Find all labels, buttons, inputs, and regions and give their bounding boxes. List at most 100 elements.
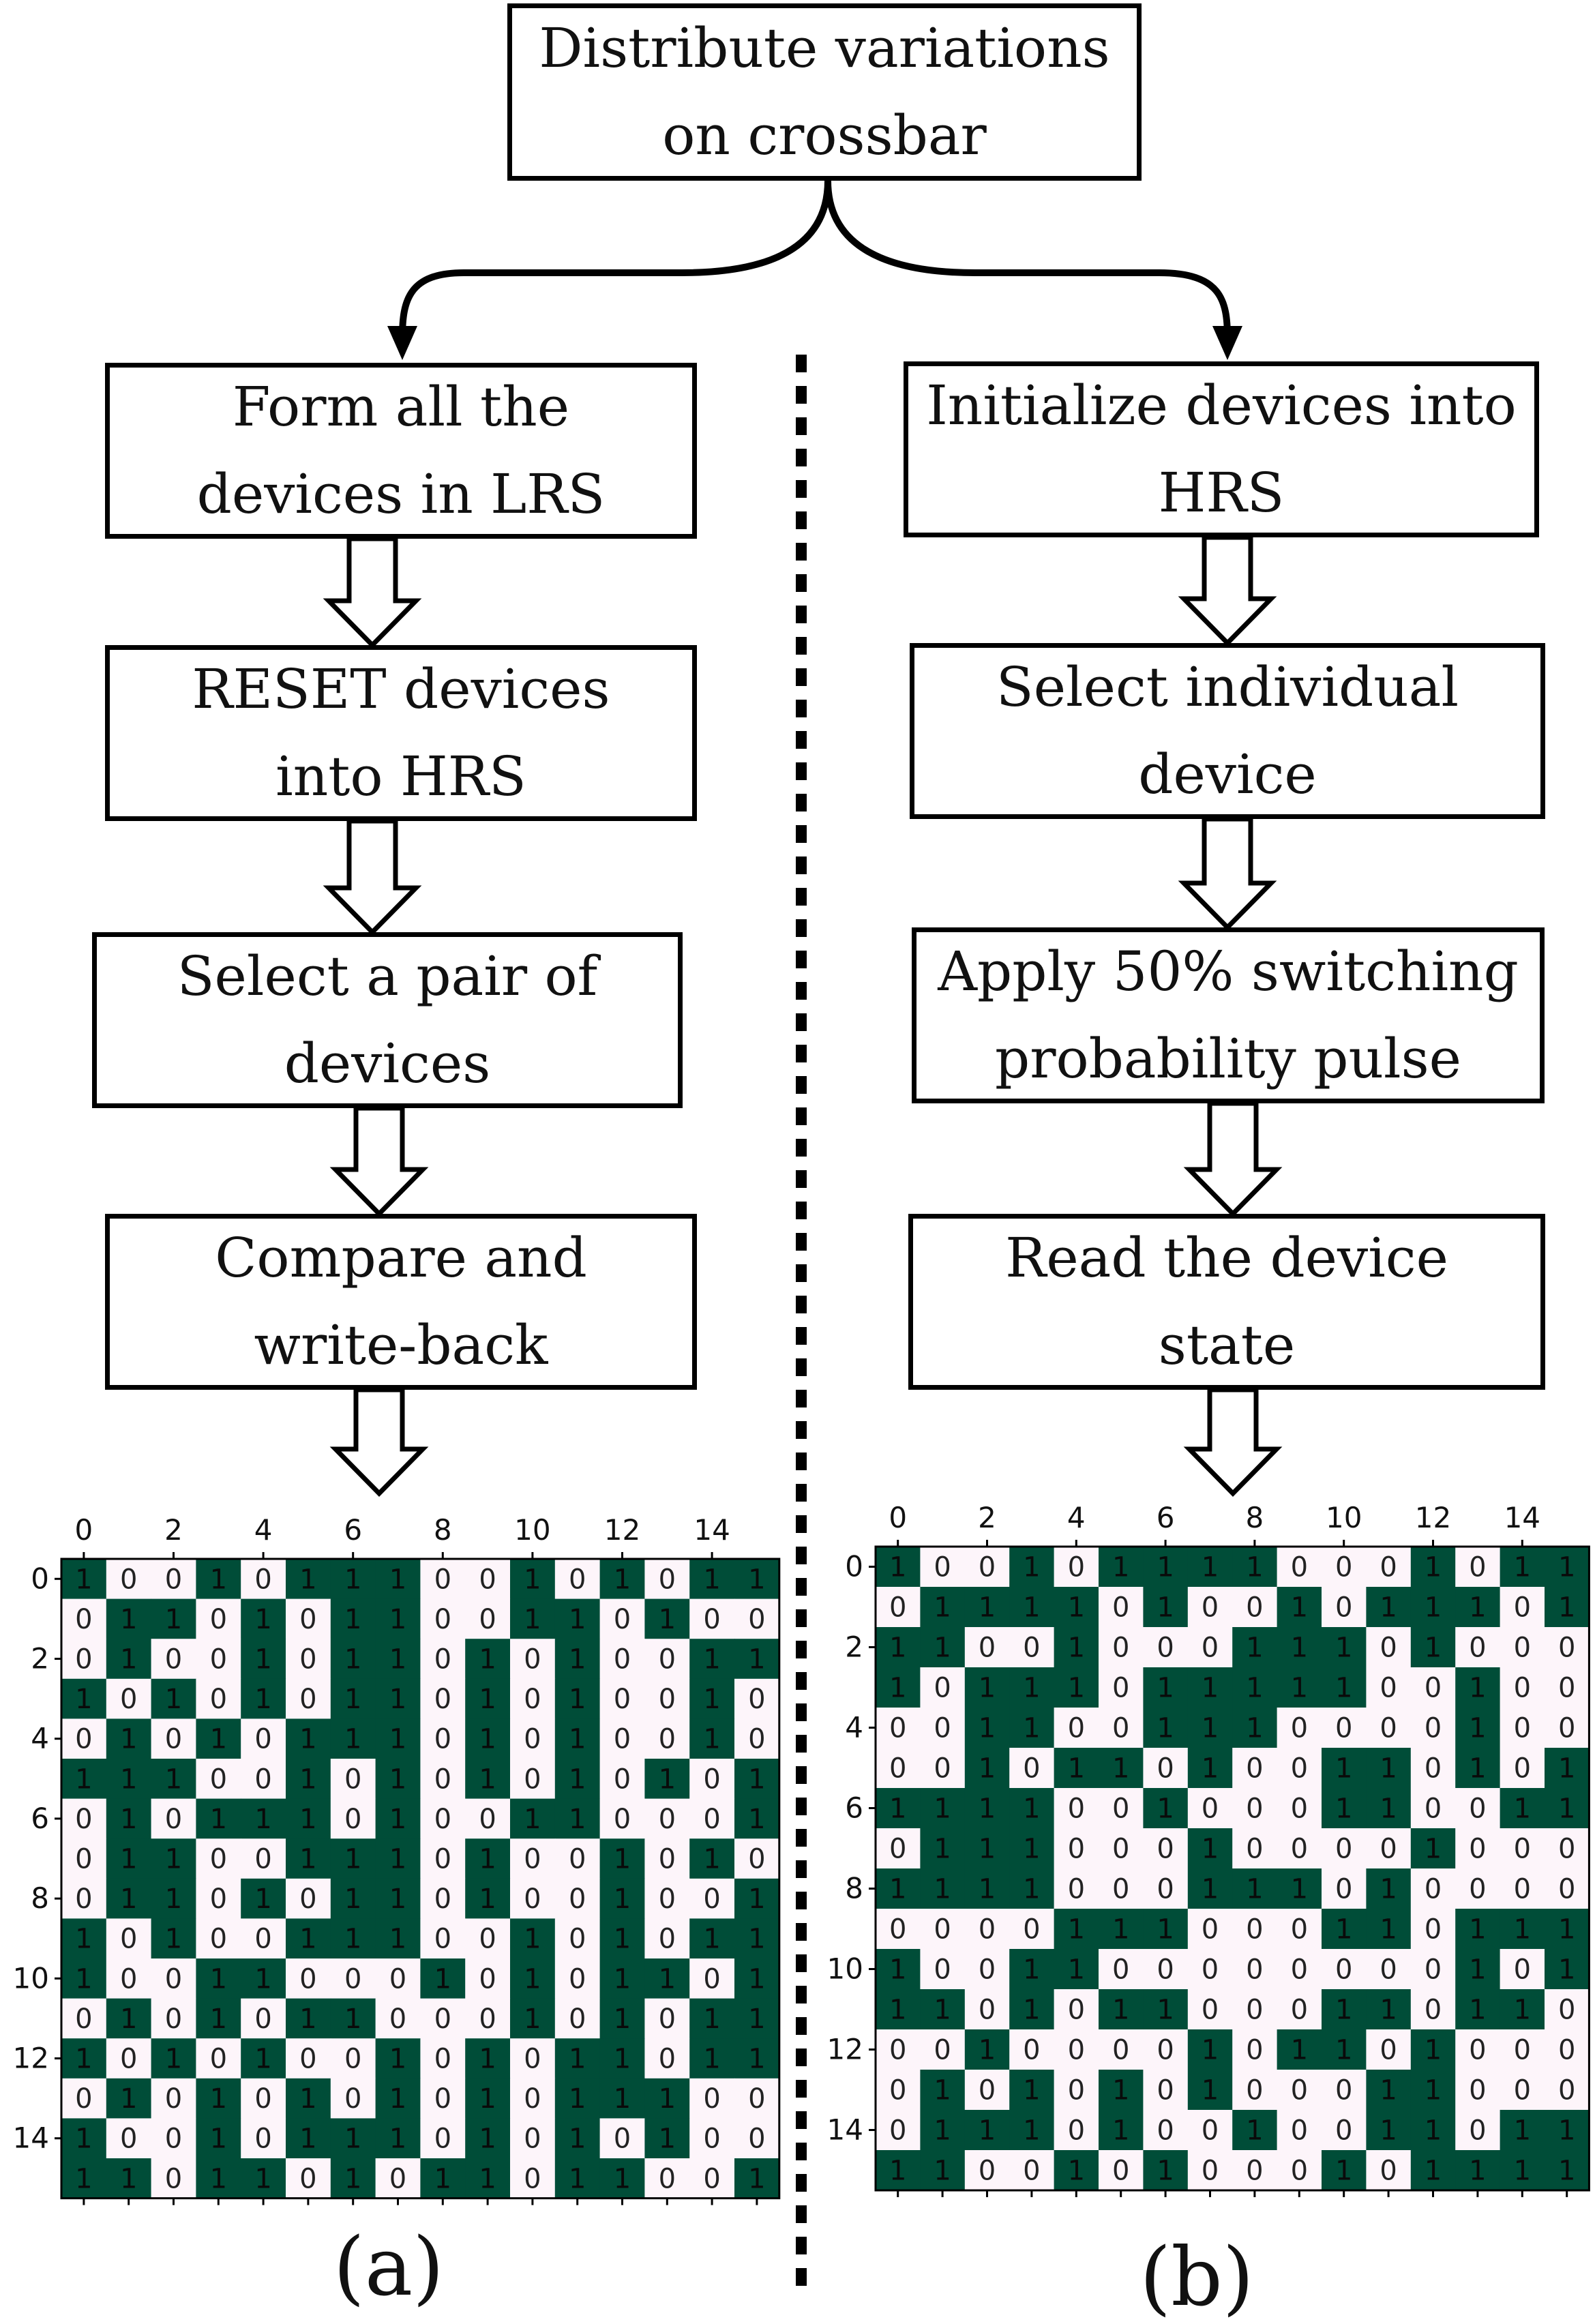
heatmap-b-cell-value: 0 — [934, 1914, 951, 1946]
heatmap-b-cell-value: 0 — [889, 2035, 906, 2066]
heatmap-b-cell-value: 1 — [1380, 1753, 1397, 1785]
heatmap-b-cell-value: 1 — [1425, 1592, 1442, 1624]
heatmap-b-cell-value: 0 — [1112, 1633, 1129, 1664]
heatmap-b-cell-value: 1 — [1469, 1954, 1486, 1986]
heatmap-b-cell-value: 1 — [1157, 1793, 1174, 1825]
heatmap-b-cell-value: 1 — [1469, 1995, 1486, 2026]
heatmap-a-cell — [734, 1598, 780, 1639]
heatmap-a-cell — [599, 1958, 645, 1999]
heatmap-a-cell-value: 0 — [254, 2124, 271, 2155]
heatmap-a-cell-value: 1 — [210, 1963, 227, 1995]
heatmap-a-cell-value: 0 — [748, 1604, 765, 1635]
right-step-apply-pulse: Apply 50% switching probability pulse — [912, 927, 1545, 1103]
heatmap-a-cell-value: 0 — [569, 1883, 586, 1915]
heatmap-a-cell — [106, 2038, 152, 2079]
heatmap-a-cell-value: 1 — [344, 1644, 361, 1675]
heatmap-b-cell-value: 0 — [1112, 1834, 1129, 1865]
heatmap-b-cell — [1143, 1587, 1189, 1628]
left-step-form-lrs: Form all the devices in LRS — [105, 363, 697, 539]
heatmap-a-cell-value: 1 — [210, 1724, 227, 1755]
heatmap-b-cell-value: 1 — [1380, 1874, 1397, 1905]
heatmap-a-cell-value: 1 — [479, 2124, 496, 2155]
heatmap-b-cell-value: 0 — [1514, 2075, 1531, 2106]
heatmap-b-cell-value: 0 — [1335, 1834, 1352, 1865]
heatmap-a-cell — [286, 1639, 331, 1680]
heatmap-a-cell-value: 0 — [165, 2163, 182, 2194]
heatmap-b-cell-value: 1 — [1068, 1592, 1085, 1624]
heatmap-b-cell-value: 0 — [1291, 1995, 1308, 2026]
heatmap-a-cell-value: 0 — [434, 1883, 451, 1915]
heatmap-a-cell — [465, 1718, 511, 1759]
heatmap-a-cell — [286, 2118, 331, 2159]
heatmap-a-cell-value: 0 — [659, 2003, 676, 2035]
heatmap-a-cell-value: 1 — [614, 2163, 631, 2194]
heatmap-a-cell — [734, 2118, 780, 2159]
heatmap-a-ytick-label: 2 — [31, 1642, 49, 1675]
heatmap-a-cell-value: 1 — [703, 1724, 720, 1755]
heatmap-a-cell — [420, 1559, 466, 1600]
heatmap-b-cell-value: 1 — [1335, 1753, 1352, 1785]
heatmap-a-cell — [465, 1559, 511, 1600]
heatmap-a-cell — [196, 1598, 241, 1639]
heatmap-a-cell-value: 0 — [165, 1963, 182, 1995]
heatmap-a-cell-value: 0 — [479, 1604, 496, 1635]
heatmap-b-cell-value: 0 — [1202, 1633, 1219, 1664]
heatmap-a-cell — [465, 1878, 511, 1919]
heatmap-a-cell-value: 1 — [569, 1644, 586, 1675]
heatmap-b-xtick-label: 14 — [1504, 1501, 1540, 1534]
heatmap-a-cell — [61, 2158, 107, 2199]
heatmap-a-ytick-label: 8 — [31, 1881, 49, 1915]
heatmap-b-cell-value: 1 — [1112, 1753, 1129, 1785]
heatmap-a-cell — [106, 2158, 152, 2199]
heatmap-a-cell-value: 0 — [120, 1924, 137, 1955]
heatmap-b-cell-value: 1 — [1023, 2115, 1040, 2147]
heatmap-a-xtick-label: 12 — [604, 1513, 640, 1547]
heatmap-a-cell-value: 1 — [659, 1763, 676, 1795]
heatmap-b-cell-value: 1 — [889, 1954, 906, 1986]
heatmap-a-cell-value: 1 — [165, 1883, 182, 1915]
heatmap-a-cell — [196, 1559, 241, 1600]
heatmap-a-cell — [375, 1958, 421, 1999]
heatmap-a-cell-value: 0 — [748, 1724, 765, 1755]
heatmap-a-cell-value: 1 — [748, 1804, 765, 1835]
heatmap-b-cell-value: 0 — [1291, 1713, 1308, 1744]
heatmap-b-cell-value: 0 — [979, 1552, 996, 1583]
caption-b: (b) — [1139, 2230, 1254, 2324]
heatmap-a-cell-value: 0 — [434, 2044, 451, 2075]
heatmap-b-cell — [1143, 1627, 1189, 1668]
heatmap-a-cell — [61, 1878, 107, 1919]
heatmap-b-cell-value: 1 — [1068, 1954, 1085, 1986]
heatmap-b-ytick-label: 2 — [845, 1630, 863, 1664]
heatmap-b-cell-value: 1 — [1068, 1673, 1085, 1704]
heatmap-a-cell-value: 1 — [344, 1724, 361, 1755]
heatmap-a-cell-value: 1 — [254, 1963, 271, 1995]
heatmap-a-cell — [554, 2118, 601, 2159]
heatmap-a-xtick-label: 14 — [694, 1513, 730, 1547]
heatmap-a-cell — [375, 2118, 421, 2159]
heatmap-b-cell-value: 1 — [1068, 1914, 1085, 1946]
heatmap-a-cell-value: 0 — [254, 1763, 271, 1795]
heatmap-a-cell — [689, 2078, 735, 2119]
heatmap-a-cell-value: 0 — [434, 1804, 451, 1835]
heatmap-b-cell-value: 0 — [934, 1713, 951, 1744]
heatmap-a-cell-value: 0 — [434, 2124, 451, 2155]
heatmap-a-cell-value: 0 — [389, 1963, 406, 1995]
heatmap-a-cell-value: 1 — [659, 2124, 676, 2155]
heatmap-b-cell-value: 1 — [934, 1633, 951, 1664]
heatmap-a-cell — [196, 1678, 241, 1719]
heatmap-b-cell-value: 1 — [1335, 2035, 1352, 2066]
heatmap-a-cell-value: 0 — [614, 1684, 631, 1715]
heatmap-a-cell-value: 0 — [703, 2083, 720, 2115]
heatmap-b-cell-value: 0 — [889, 2075, 906, 2106]
heatmap-b-cell-value: 0 — [1335, 2075, 1352, 2106]
heatmap-b-cell-value: 1 — [1335, 1633, 1352, 1664]
heatmap-a-cell — [330, 1998, 376, 2039]
heatmap-b-cell-value: 0 — [1068, 2035, 1085, 2066]
heatmap-b-cell-value: 0 — [1068, 2075, 1085, 2106]
heatmap-a-cell — [330, 1639, 376, 1680]
heatmap-b-cell-value: 0 — [1380, 1834, 1397, 1865]
heatmap-a-cell — [375, 1718, 421, 1759]
heatmap-b-cell-value: 1 — [1202, 2075, 1219, 2106]
heatmap-a-cell — [734, 1678, 780, 1719]
heatmap-b-ytick-label: 6 — [845, 1791, 863, 1825]
